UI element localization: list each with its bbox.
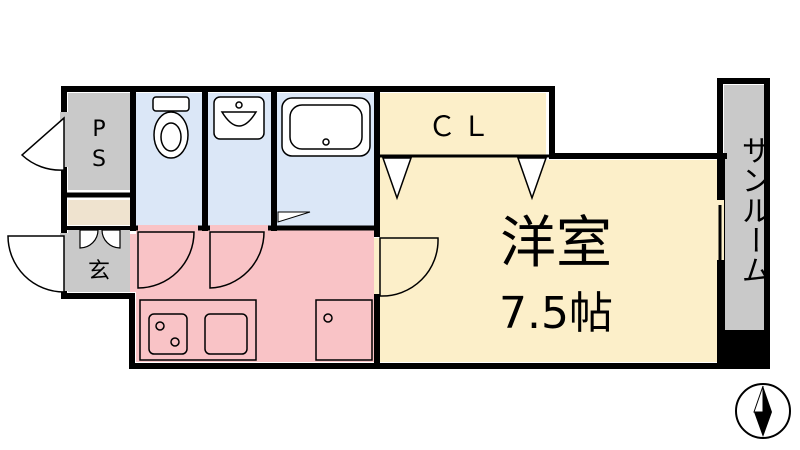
western-room <box>380 155 720 362</box>
entrance-label: 玄 <box>88 259 110 284</box>
closet-doors-icon <box>381 157 548 201</box>
sunroom-pillar <box>724 330 764 363</box>
shoe-doors <box>79 229 121 249</box>
room-door-icon <box>379 237 439 297</box>
western-room-size: 7.5帖 <box>499 288 613 339</box>
opening-kitchen-entrance <box>130 234 136 292</box>
wash-door-icon <box>209 231 265 289</box>
walls <box>61 78 770 369</box>
shoe-box <box>68 200 130 225</box>
wash-basin-icon <box>213 96 265 140</box>
ps-label-s: S <box>92 147 106 172</box>
entrance-door-icon <box>7 235 65 293</box>
ps-room <box>68 93 130 190</box>
closet <box>380 93 546 155</box>
outer-wall <box>61 86 727 159</box>
opening-room <box>374 238 381 294</box>
toilet-fixture-icon <box>152 96 190 159</box>
kitchen-counter-icon <box>139 299 257 361</box>
closet-label: ＣＬ <box>428 110 496 143</box>
toilet-door-icon <box>137 231 195 289</box>
bath-step-icon <box>277 211 311 223</box>
compass-north-icon <box>735 383 791 439</box>
sunroom <box>724 85 764 362</box>
sunroom-wall <box>717 78 770 369</box>
doors <box>7 116 722 297</box>
bathtub-icon <box>281 97 371 157</box>
opening-wash <box>210 225 268 232</box>
ps-door-icon <box>20 116 65 171</box>
ps-label-p: P <box>92 117 105 142</box>
opening-toilet <box>138 225 198 232</box>
sunroom-label: サンルーム <box>736 135 771 285</box>
western-room-label: 洋室 <box>500 211 612 276</box>
fridge-space-icon <box>315 299 373 361</box>
